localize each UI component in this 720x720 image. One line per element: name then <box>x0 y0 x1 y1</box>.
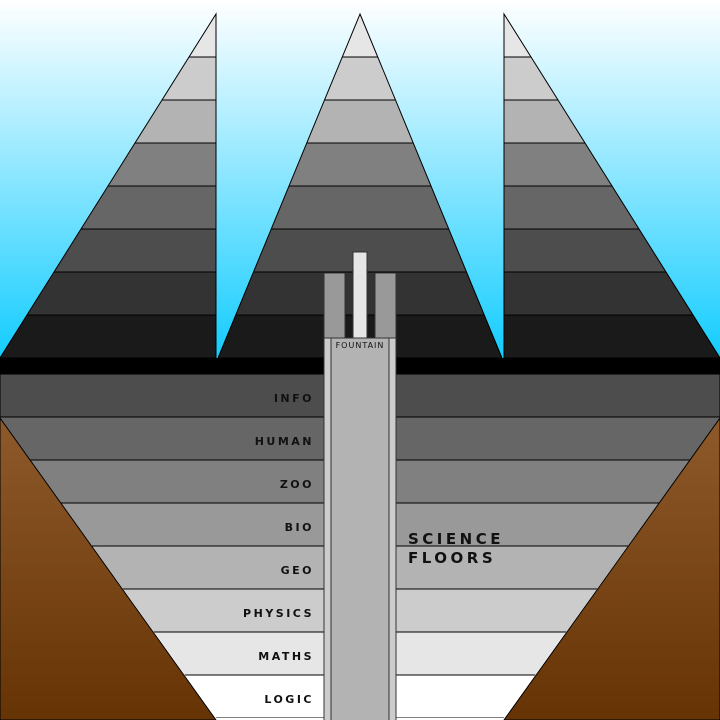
floor-label: ZOO <box>280 478 314 491</box>
fountain-label: FOUNTAIN <box>336 341 385 350</box>
fountain-pillar-left <box>323 272 346 340</box>
pyramid-band <box>504 314 720 358</box>
earth-left <box>0 417 217 720</box>
floor-label: LOGIC <box>264 693 314 706</box>
science-label-line1: SCIENCE <box>408 530 504 548</box>
floor-label: GEO <box>281 564 314 577</box>
earth-right <box>503 417 720 720</box>
science-label-line2: FLOORS <box>408 549 496 567</box>
floor-label: MATHS <box>258 650 314 663</box>
fountain-shaft-inner <box>330 337 390 720</box>
fountain: FOUNTAIN <box>323 251 397 720</box>
pyramid-band <box>0 314 216 358</box>
fountain-pillar-right <box>374 272 397 340</box>
floor-label: INFO <box>274 392 314 405</box>
floor-label: PHYSICS <box>243 607 314 620</box>
floor-label: BIO <box>285 521 314 534</box>
floor-label: HUMAN <box>255 435 314 448</box>
fountain-jet <box>352 251 368 340</box>
